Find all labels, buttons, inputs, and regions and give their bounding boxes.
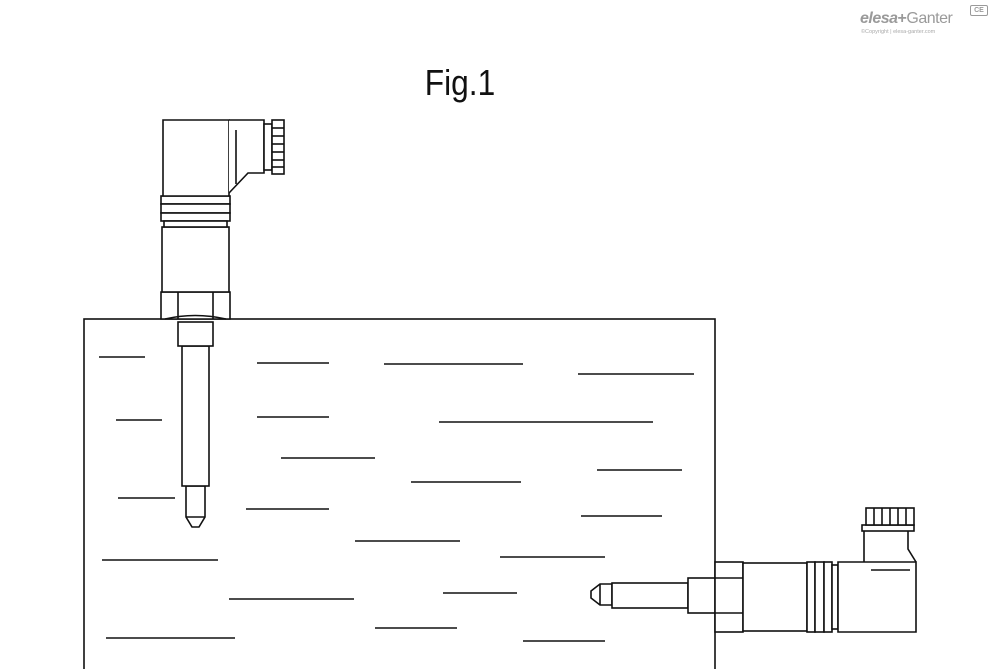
vertical-probe-rod [181,345,210,487]
figure-title: Fig.1 [424,62,496,103]
logo-brand-left: elesa [860,10,898,27]
ce-mark-icon: CE [970,5,988,16]
logo-brand-right: Ganter [906,10,953,27]
liquid-lines [99,356,694,642]
horizontal-connector-housing [837,561,917,633]
vertical-probe-tip [185,485,206,528]
logo-wordmark: elesa+Ganter [860,10,953,28]
horizontal-probe-collar [687,577,716,614]
horizontal-hex-nut [714,561,744,633]
horizontal-probe-rod [611,582,689,609]
vertical-connector-housing [162,119,230,197]
horizontal-level-sensor [590,507,917,633]
vertical-connector-elbow [228,119,265,194]
brand-logo: elesa+Ganter ©Copyright | elesa-ganter.c… [860,5,988,40]
vertical-level-sensor [160,119,285,528]
vertical-sensor-body [161,226,230,293]
horizontal-sensor-body [742,562,808,632]
logo-copyright: ©Copyright | elesa-ganter.com [861,29,936,35]
logo-brand-plus: + [897,10,907,27]
vertical-probe-collar [177,321,214,347]
tank-outline [83,318,716,669]
